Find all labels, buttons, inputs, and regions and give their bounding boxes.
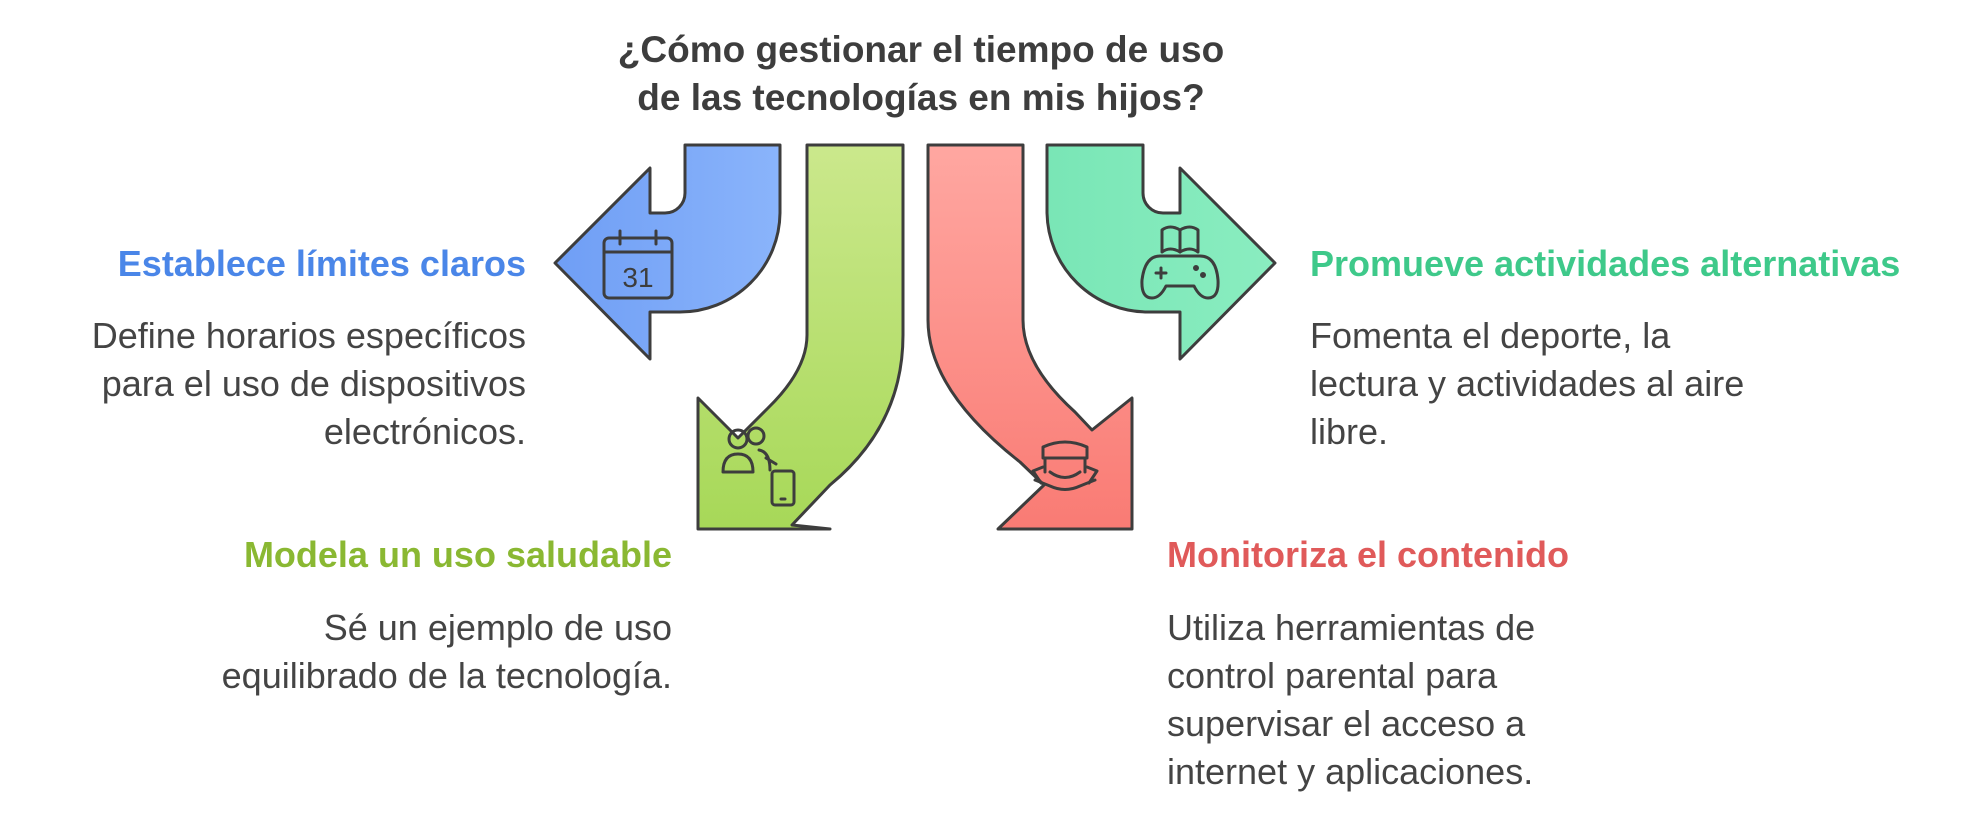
arrow-monitoriza bbox=[926, 143, 1134, 531]
svg-text:31: 31 bbox=[622, 262, 653, 293]
description-promueve: Fomenta el deporte, la lectura y activid… bbox=[1310, 315, 1745, 452]
heading-modela: Modela un uso saludable bbox=[243, 534, 672, 575]
title-line-2: de las tecnologías en mis hijos? bbox=[637, 77, 1205, 118]
people-phone-icon bbox=[721, 426, 796, 507]
description-monitoriza: Utiliza herramientas de control parental… bbox=[1167, 607, 1536, 792]
calendar-icon: 31 bbox=[602, 229, 674, 300]
title-line-1: ¿Cómo gestionar el tiempo de uso bbox=[617, 29, 1225, 70]
heading-establece: Establece límites claros bbox=[117, 243, 526, 284]
heading-monitoriza: Monitoriza el contenido bbox=[1167, 534, 1569, 575]
heading-promueve: Promueve actividades alternativas bbox=[1310, 243, 1901, 284]
gamepad-book-icon bbox=[1140, 225, 1220, 300]
description-modela: Sé un ejemplo de uso equilibrado de la t… bbox=[221, 607, 672, 696]
hooded-person-icon bbox=[1031, 440, 1099, 491]
description-establece: Define horarios específicos para el uso … bbox=[91, 315, 526, 452]
